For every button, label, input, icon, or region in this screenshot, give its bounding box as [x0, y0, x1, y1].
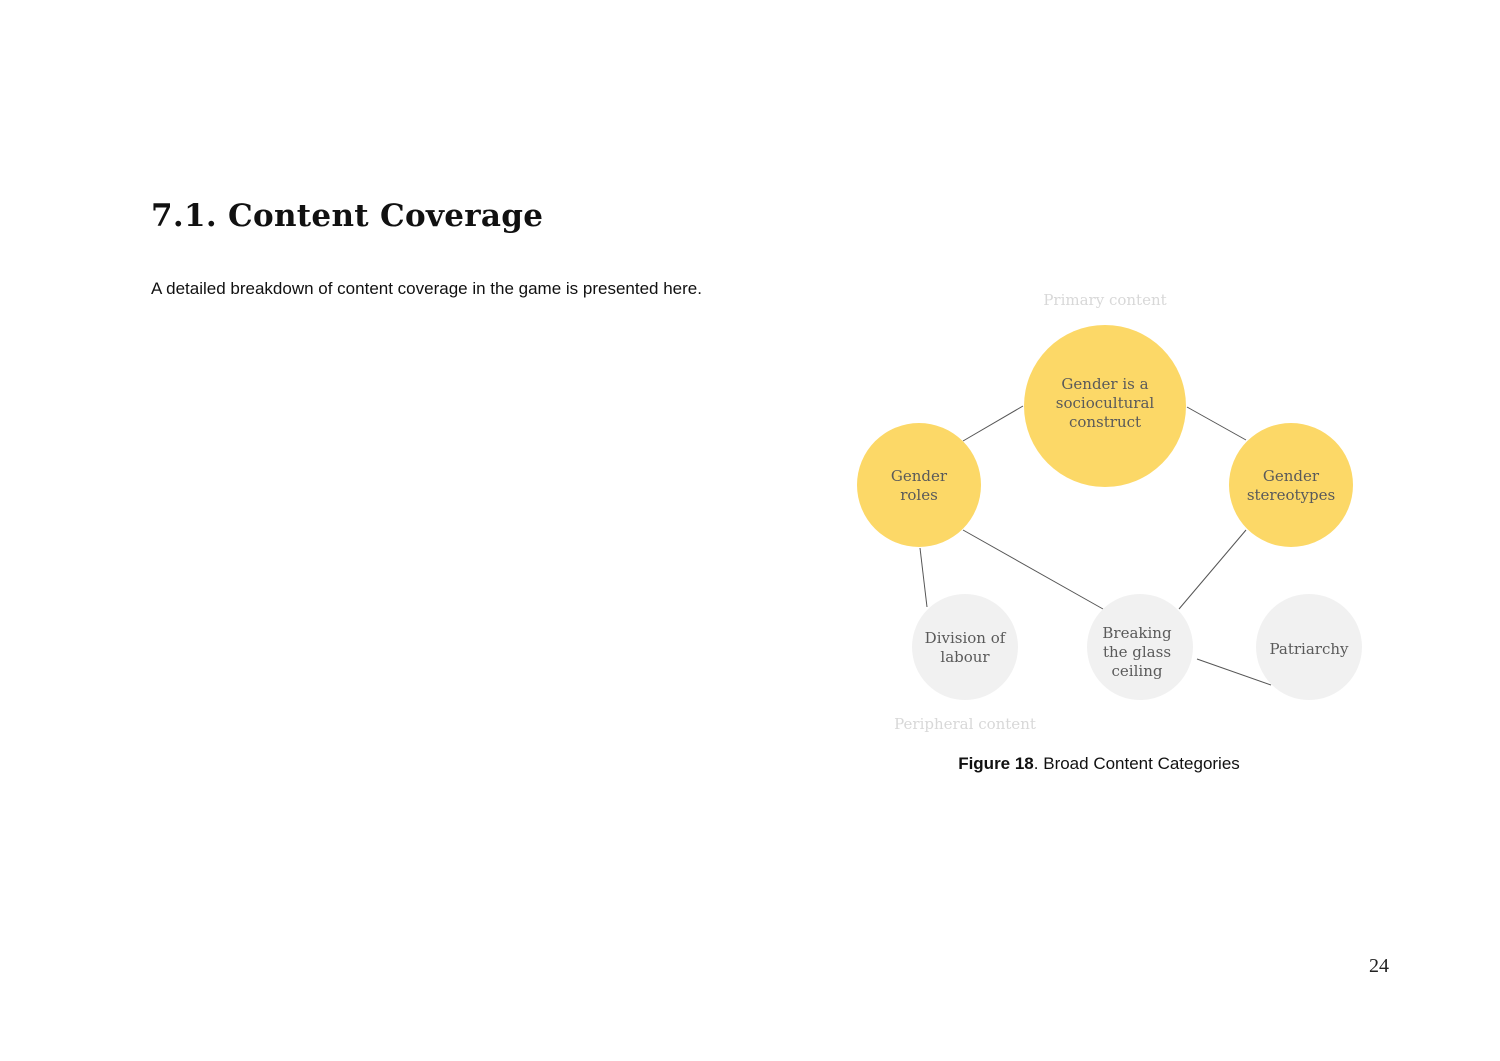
edges — [919, 405, 1272, 686]
edge-roles-construct — [962, 405, 1024, 442]
edge-roles-division — [919, 547, 928, 608]
edge-construct-stereotypes — [1186, 406, 1247, 441]
node-patriarchy: Patriarchy — [1256, 594, 1362, 700]
svg-text:Patriarchy: Patriarchy — [1269, 640, 1349, 658]
edge-roles-glass — [962, 529, 1104, 610]
peripheral-content-label: Peripheral content — [894, 715, 1036, 733]
page-number: 24 — [1369, 955, 1389, 977]
figure-number: Figure 18 — [958, 754, 1034, 773]
edge-glass-patriarchy — [1196, 658, 1272, 686]
primary-content-label: Primary content — [1043, 291, 1166, 309]
section-title: 7.1. Content Coverage — [151, 198, 544, 234]
edge-stereotypes-glass — [1178, 529, 1247, 610]
intro-paragraph: A detailed breakdown of content coverage… — [151, 279, 702, 298]
figure-title: . Broad Content Categories — [1033, 754, 1240, 773]
figure-caption: Figure 18. Broad Content Categories — [0, 754, 1500, 774]
